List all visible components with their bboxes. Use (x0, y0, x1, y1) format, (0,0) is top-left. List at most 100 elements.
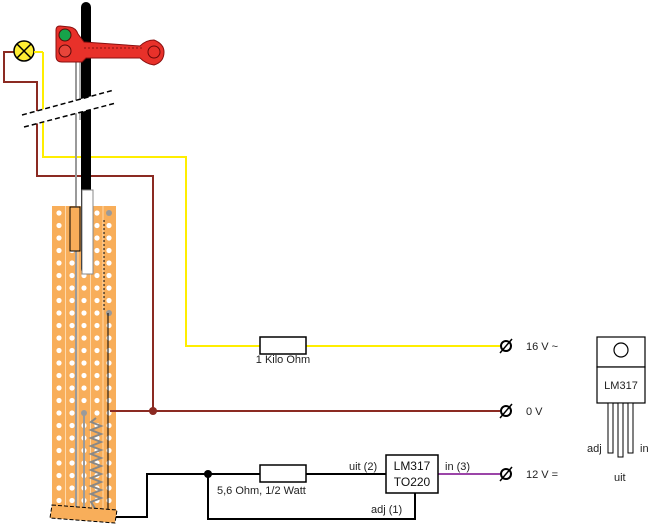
to220-label: LM317 (604, 380, 638, 392)
mast-bottom (81, 189, 94, 275)
pin-uit-label: uit (2) (349, 461, 377, 473)
regulator-box (385, 454, 439, 494)
stripboard-hole (56, 372, 62, 379)
junction-black (204, 470, 212, 478)
stripboard-hole (56, 485, 62, 491)
to220-pin-in-label: in (640, 443, 649, 455)
board-resistor-zigzag (88, 417, 104, 511)
stripboard-hole (69, 372, 75, 379)
terminal-16v-label: 16 V ~ (526, 341, 558, 353)
stripboard-hole (94, 397, 100, 404)
stripboard-hole (69, 335, 75, 341)
stripboard-hole (94, 247, 100, 254)
lamp-cross-b (16, 43, 32, 59)
break-gap (22, 90, 116, 127)
stripboard-hole (81, 322, 87, 329)
wire-0v-lamp (3, 51, 154, 411)
resistor-5-6-label: 5,6 Ohm, 1/2 Watt (217, 485, 306, 497)
board-pin-mid (106, 310, 112, 316)
stripboard-hole (94, 260, 100, 266)
stripboard-hole (69, 410, 75, 416)
terminal-0v: 0 V (499, 403, 543, 419)
terminal-0v-label: 0 V (526, 406, 543, 418)
stripboard-hole (94, 285, 100, 291)
stripboard-hole (69, 297, 75, 304)
to220-pin-adj (607, 402, 614, 454)
mast-connector (69, 206, 81, 252)
stripboard-hole (69, 385, 75, 391)
stripboard-hole (69, 310, 75, 316)
terminal-0v-slash (499, 403, 513, 419)
stripboard-hole (69, 360, 75, 366)
stripboard-hole (56, 447, 62, 454)
stripboard-hole (56, 397, 62, 404)
stripboard-hole (94, 372, 100, 379)
stripboard-hole (56, 410, 62, 416)
stripboard-hole (56, 497, 62, 504)
to220-pin-uit-label: uit (614, 472, 626, 484)
stripboard-hole (81, 335, 87, 341)
stripboard-hole (69, 435, 75, 441)
stripboard-hole (56, 460, 62, 466)
terminal-12v-slash (499, 466, 513, 482)
stripboard-hole (69, 472, 75, 479)
stripboard-hole (69, 322, 75, 329)
stripboard-hole (106, 497, 112, 504)
signal-lamp-green (58, 28, 72, 42)
stripboard-hole (56, 235, 62, 241)
to220-package: LM317 adj uit in (587, 336, 649, 484)
junction-0v (149, 407, 157, 415)
stripboard-hole (106, 235, 112, 241)
stripboard-hole (106, 322, 112, 329)
stripboard-hole (69, 347, 75, 354)
stripboard-hole (56, 422, 62, 429)
stripboard-hole (56, 322, 62, 329)
stripboard-hole (56, 272, 62, 279)
signal-arm-end-ring (147, 45, 161, 59)
stripboard-hole (106, 260, 112, 266)
stripboard-hole (106, 222, 112, 229)
stripboard-hole (56, 260, 62, 266)
stripboard-hole (69, 397, 75, 404)
stripboard-hole (106, 485, 112, 491)
wire-black-adj (207, 474, 416, 520)
stripboard-hole (94, 297, 100, 304)
stripboard-hole (81, 360, 87, 366)
stripboard-hole (56, 435, 62, 441)
signal-mast (69, 2, 94, 520)
stripboard-hole (56, 472, 62, 479)
stripboard-hole (94, 322, 100, 329)
stripboard-hole (81, 285, 87, 291)
stripboard-hole (81, 385, 87, 391)
board-cut-edge (49, 504, 118, 524)
stripboard-hole (106, 460, 112, 466)
stripboard-hole (94, 272, 100, 279)
stripboard-hole (69, 422, 75, 429)
stripboard-hole (106, 397, 112, 404)
stripboard-hole (69, 447, 75, 454)
stripboard-hole (81, 310, 87, 316)
stripboard-hole (56, 285, 62, 291)
stripboard-hole (69, 497, 75, 504)
regulator-line1: LM317 (394, 459, 431, 473)
stripboard-hole (94, 347, 100, 354)
signal-lamp-red (58, 44, 72, 58)
stripboard-hole (106, 372, 112, 379)
stripboard-hole (94, 310, 100, 316)
pin-in-label: in (3) (445, 461, 470, 473)
stripboard-hole (56, 297, 62, 304)
stripboard-hole (81, 372, 87, 379)
resistor-5-6 (259, 464, 307, 483)
stripboard-hole (106, 422, 112, 429)
stripboard-hole (106, 472, 112, 479)
terminal-12v-label: 12 V = (526, 469, 558, 481)
wire-16v (42, 60, 262, 347)
stripboard-hole (94, 410, 100, 416)
board-pin-top (106, 210, 112, 216)
pin-adj-label: adj (1) (371, 504, 402, 516)
terminal-12v: 12 V = (499, 466, 558, 482)
stripboard-hole (106, 360, 112, 366)
stripboard-hole (81, 397, 87, 404)
stripboard-hole (56, 210, 62, 216)
